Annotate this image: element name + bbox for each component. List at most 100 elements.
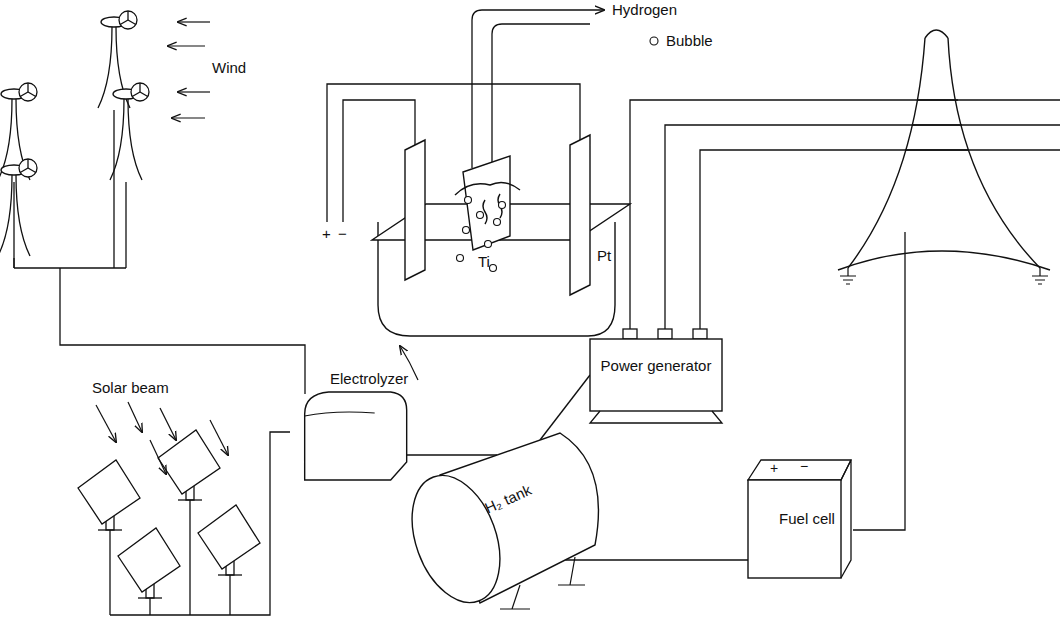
solar-panel [158, 430, 220, 500]
wind-turbine [20, 92, 28, 97]
wind-turbine [128, 99, 142, 180]
fuel-cell-outline [841, 460, 851, 578]
electrode-label: Pt [597, 248, 611, 265]
electrolyzer-unit-outline [305, 412, 375, 416]
solar-panel [78, 460, 140, 524]
power-generator-outline [585, 325, 727, 425]
wind-turbine [16, 175, 30, 256]
generator-wire [665, 125, 1060, 329]
bubble [494, 219, 501, 226]
solar-panel [158, 430, 220, 494]
wind-label: Wind [212, 60, 246, 77]
solar-panel [118, 528, 180, 598]
wind-arrow [168, 45, 205, 46]
wind-arrow [178, 91, 210, 92]
hydrogen-tube [492, 24, 590, 162]
pipe-connector [402, 454, 497, 455]
hydrogen-tank-outline [400, 425, 600, 610]
transmission-tower [838, 30, 1050, 270]
transmission-tower [948, 38, 1040, 268]
terminal-sign: − [338, 226, 347, 243]
wind-turbine [0, 175, 12, 256]
power-generator-outline [623, 329, 637, 339]
wind-wire [13, 258, 14, 268]
wind-turbine [28, 168, 36, 173]
wind-turbine [127, 11, 128, 20]
node-label: Electrolyzer [330, 370, 408, 387]
power-generator-outline [590, 411, 722, 423]
generator-wire [700, 150, 1060, 329]
wind-turbine [132, 92, 140, 97]
electrolyzer-unit: Electrolyzer [290, 366, 414, 484]
transmission-tower [905, 100, 968, 150]
wind-turbine [128, 20, 136, 25]
wind-wire [125, 182, 126, 268]
solar-wire [229, 575, 230, 615]
wind-turbine [131, 83, 149, 101]
legend-text: Bubble [666, 32, 713, 49]
wind-turbine [27, 83, 28, 92]
electrolysis-beaker [372, 135, 630, 336]
wind-turbine [20, 168, 28, 173]
wind-turbine [120, 20, 128, 25]
bubble [457, 255, 464, 262]
bubble [465, 197, 472, 204]
wind-turbine [98, 27, 112, 108]
bubble [485, 241, 492, 248]
electrode-wire [343, 100, 415, 222]
solar-beam-arrow [150, 440, 166, 474]
hydrogen-tube [472, 10, 604, 168]
solar-panel [198, 505, 260, 569]
fuel-cell: Fuel cell [745, 458, 853, 580]
wind-wire [14, 267, 126, 268]
bubble [477, 212, 484, 219]
transmission-tower [848, 38, 925, 268]
bubble [490, 265, 497, 272]
node-label: Power generator [595, 357, 717, 374]
wind-turbine [19, 83, 37, 101]
ground-symbol [840, 268, 856, 284]
hydrogen-tank-outline [396, 463, 516, 614]
power-generator-outline [590, 339, 722, 411]
hydrogen-tank-outline [500, 557, 585, 609]
electrolysis-beaker [405, 140, 425, 280]
generator-wire [630, 100, 1060, 329]
wind-wire [113, 110, 114, 268]
solar-wire [109, 530, 110, 615]
ground-symbol [840, 268, 1048, 284]
solar-beam-arrow [210, 420, 228, 455]
wind-wire [60, 268, 305, 394]
electrode-wire [327, 84, 580, 222]
wind-arrow [168, 22, 210, 118]
bubble [499, 202, 506, 209]
solar-beam-arrow [160, 408, 176, 440]
fuel-cell-wire [853, 232, 905, 530]
electrolysis-beaker [570, 135, 590, 295]
wind-turbine [110, 83, 149, 180]
solar-wire [149, 598, 150, 615]
legend-entry: Bubble [648, 32, 713, 49]
legend-sample [648, 35, 660, 47]
transmission-tower [838, 251, 1050, 270]
fuel-cell-outline [748, 460, 851, 480]
solar-panel [198, 505, 260, 575]
ground-symbol [1032, 268, 1048, 284]
wind-turbine [0, 83, 37, 180]
solar-beam-arrow [96, 405, 116, 442]
electrolysis-beaker [483, 200, 487, 224]
wind-turbine [139, 83, 140, 92]
solar-panel [78, 460, 140, 530]
polarity-sign: + [770, 461, 778, 476]
power-generator-outline [693, 329, 707, 339]
wind-wire [14, 110, 305, 394]
solar-beam-arrow [128, 402, 142, 432]
terminal-sign: + [322, 226, 331, 243]
wind-turbine [19, 159, 37, 177]
wind-turbine [28, 92, 36, 97]
electrolysis-beaker [463, 156, 510, 250]
wind-wire [13, 182, 14, 268]
wind-arrow [178, 21, 210, 22]
fuel-cell-outline [748, 480, 841, 578]
hydrogen-tank: H₂ tank [400, 425, 600, 610]
electrode-label: Ti [478, 254, 490, 271]
